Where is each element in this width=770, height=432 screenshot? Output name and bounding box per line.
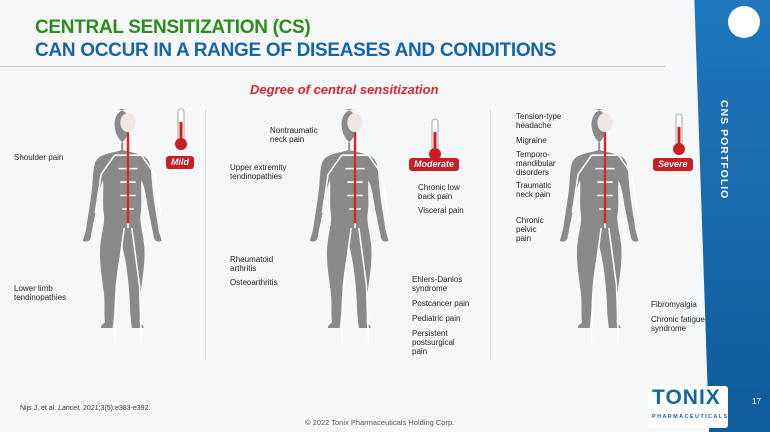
body-figure-severe [557,103,653,361]
condition-label: Visceral pain [418,206,464,215]
panel-divider [205,110,206,360]
reference-citation: 2021;3(5):e383-e392. [81,405,151,412]
condition-label: Postcancer pain [412,299,470,308]
neuron-icon [728,6,760,38]
logo-subtitle: PHARMACEUTICALS [652,414,729,420]
degree-badge-severe: Severe [653,158,693,171]
body-figure-moderate [307,103,403,361]
degree-badge-mild: Mild [166,156,194,169]
sidebar-band [694,0,770,432]
condition-label: Shoulder pain [14,153,64,162]
thermometer-icon [428,118,442,162]
reference: Nijs J, et al. Lancet. 2021;3(5):e383-e3… [20,405,150,413]
condition-label: Fibromyalgia [651,300,697,309]
tonix-logo [648,386,728,428]
condition-label: Upper extremity tendinopathies [230,163,287,181]
thermometer-icon [672,113,686,157]
condition-label: Chronic low back pain [418,183,460,201]
thermometer-icon [174,108,188,152]
title-line-1: CENTRAL SENSITIZATION (CS) [35,17,311,38]
condition-label: Rheumatoid arthritis [230,255,274,273]
degree-badge-moderate: Moderate [409,158,460,171]
copyright: © 2022 Tonix Pharmaceuticals Holding Cor… [305,418,455,427]
panel-divider [490,110,491,360]
reference-authors: Nijs J, et al. [20,405,59,412]
condition-label: Pediatric pain [412,314,461,323]
condition-label: Tension-type headache [516,112,562,130]
sidebar-label: CNS PORTFOLIO [718,100,730,200]
title-line-2: CAN OCCUR IN A RANGE OF DISEASES AND CON… [35,40,557,61]
condition-label: Osteoarthritis [230,278,278,287]
condition-label: Persistent postsurgical pain [412,329,455,356]
body-figure-mild [80,103,176,361]
condition-label: Nontraumatic neck pain [270,126,318,144]
condition-label: Chronic pelvic pain [516,216,544,243]
condition-label: Chronic fatigue syndrome [651,315,705,333]
condition-label: Ehlers-Danlos syndrome [412,275,463,293]
condition-label: Lower limb tendinopathies [14,284,67,302]
title-divider [0,66,665,67]
section-subtitle: Degree of central sensitization [250,82,439,97]
reference-journal: Lancet. [58,405,82,412]
page-number: 17 [752,397,761,406]
condition-label: Temporo- mandibular disorders [516,150,556,177]
condition-label: Migraine [516,136,547,145]
logo-name: TONIX [652,386,721,409]
condition-label: Traumatic neck pain [516,181,552,199]
